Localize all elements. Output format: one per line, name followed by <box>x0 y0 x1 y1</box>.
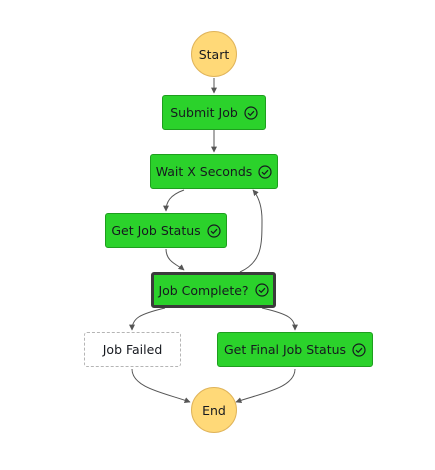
get-final-job-status-state[interactable]: Get Final Job Status <box>217 332 373 367</box>
edge-job-complete-to-final-status <box>261 307 298 331</box>
job-failed-state[interactable]: Job Failed <box>84 332 181 367</box>
job-complete-choice-state[interactable]: Job Complete? <box>151 272 276 308</box>
get-job-status-label: Get Job Status <box>111 223 201 238</box>
edge-job-failed-to-end <box>131 368 191 403</box>
get-job-status-state[interactable]: Get Job Status <box>105 213 227 248</box>
edge-final-status-to-end <box>235 368 296 404</box>
job-failed-label: Job Failed <box>102 342 163 357</box>
check-circle-icon <box>207 223 221 238</box>
check-circle-icon <box>258 164 272 179</box>
submit-job-state[interactable]: Submit Job <box>162 95 266 130</box>
submit-job-label: Submit Job <box>170 105 238 120</box>
check-circle-icon <box>244 105 258 120</box>
edge-get-job-status-to-job-complete <box>165 248 185 271</box>
start-state[interactable]: Start <box>191 31 237 77</box>
end-state[interactable]: End <box>191 387 237 433</box>
get-final-job-status-label: Get Final Job Status <box>223 342 347 357</box>
job-complete-label: Job Complete? <box>158 282 249 298</box>
check-circle-icon <box>352 342 366 357</box>
wait-x-seconds-label: Wait X Seconds <box>155 164 253 179</box>
edge-job-complete-to-job-failed <box>129 307 166 331</box>
check-circle-icon <box>254 283 269 297</box>
edge-wait-to-get-job-status <box>163 189 185 212</box>
edge-job-complete-to-wait <box>239 189 263 273</box>
wait-x-seconds-state[interactable]: Wait X Seconds <box>150 154 278 189</box>
end-state-label: End <box>202 402 226 418</box>
start-state-label: Start <box>198 46 230 62</box>
